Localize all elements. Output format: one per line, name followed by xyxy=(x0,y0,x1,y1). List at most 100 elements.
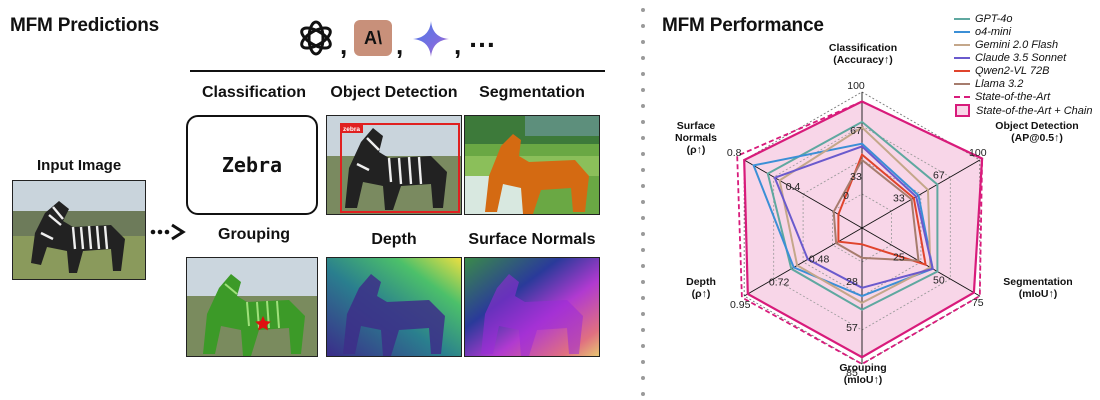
legend-item-sota: State-of-the-Art xyxy=(954,90,1050,103)
radar-chart: 1006733010067337550258557280.950.720.480… xyxy=(727,80,987,379)
legend-item-o4-mini: o4-mini xyxy=(954,25,1011,38)
separator-comma: , xyxy=(454,30,462,60)
tick-label: 100 xyxy=(969,147,987,159)
legend-label: Gemini 2.0 Flash xyxy=(975,38,1059,51)
legend-swatch xyxy=(954,17,970,20)
axis-name: Object Detection xyxy=(995,120,1079,132)
tick-label: 0.48 xyxy=(809,253,830,265)
openai-logo-icon xyxy=(300,20,332,56)
axis-metric: (AP@0.5↑) xyxy=(1011,132,1063,144)
radar-spoke xyxy=(861,159,981,229)
surface-normals-map xyxy=(465,258,599,356)
tick-label: 25 xyxy=(893,251,905,263)
tick-label: 28 xyxy=(846,276,858,288)
axis-metric: (ρ↑) xyxy=(686,144,706,156)
axis-label-segmentation: Segmentation (mIoU↑) xyxy=(988,276,1088,300)
more-models-ellipsis: … xyxy=(468,22,496,53)
legend-label: GPT-4o xyxy=(975,12,1013,25)
separator-comma: , xyxy=(396,30,404,60)
axis-metric: (mIoU↑) xyxy=(843,374,883,386)
gemini-logo-icon xyxy=(413,21,449,57)
legend-label: Llama 3.2 xyxy=(975,77,1024,90)
anthropic-glyph: A\ xyxy=(364,27,382,48)
axis-label-classification: Classification (Accuracy↑) xyxy=(808,42,918,66)
classification-label: Zebra xyxy=(221,153,283,177)
axis-label-object-detection: Object Detection (AP@0.5↑) xyxy=(992,120,1082,144)
series-gpt-4o xyxy=(766,120,939,311)
tick-label: 0.72 xyxy=(769,277,790,289)
axis-name: Segmentation xyxy=(1003,276,1073,288)
axis-name: Classification xyxy=(828,42,898,54)
series-state-of-the-art-chain xyxy=(743,100,984,359)
depth-header: Depth xyxy=(371,231,417,248)
axis-metric: (Accuracy↑) xyxy=(833,54,893,66)
legend-item-qwen: Qwen2-VL 72B xyxy=(954,64,1049,77)
series-qwen2-vl-72b xyxy=(837,152,927,267)
tick-label: 0.4 xyxy=(786,181,801,193)
grouping-header: Grouping xyxy=(218,226,290,243)
axis-name: Surface Normals xyxy=(674,120,717,144)
separator-comma: , xyxy=(340,30,348,60)
tick-label: 75 xyxy=(972,297,984,309)
tick-label: 33 xyxy=(850,171,862,183)
segmentation-map xyxy=(465,116,599,214)
radar-grid xyxy=(743,91,983,365)
axis-name: Depth xyxy=(686,276,716,288)
legend-swatch xyxy=(954,69,970,72)
grouping-photo xyxy=(187,258,317,356)
legend-item-gpt-4o: GPT-4o xyxy=(954,12,1013,25)
segmentation-image xyxy=(464,115,600,215)
anthropic-logo-icon: A\ xyxy=(354,20,392,56)
tick-label: 50 xyxy=(933,275,945,287)
axis-name: Grouping xyxy=(839,362,887,374)
classification-output: Zebra xyxy=(186,115,318,215)
grouping-seed-star-icon xyxy=(255,316,271,331)
tick-label: 0.8 xyxy=(727,147,742,159)
tick-label: 67 xyxy=(933,169,945,181)
surface-normals-header: Surface Normals xyxy=(468,231,596,248)
surface-normals-image xyxy=(464,257,600,357)
object-detection-header: Object Detection xyxy=(330,84,458,101)
series-llama-3-2 xyxy=(832,158,920,262)
radar-series xyxy=(736,100,984,366)
depth-map xyxy=(327,258,461,356)
model-logos-row: , A\ , , … xyxy=(296,18,516,60)
axis-label-surface-normals: Surface Normals (ρ↑) xyxy=(666,120,726,156)
tick-label: 100 xyxy=(847,80,865,92)
axis-metric: (ρ↑) xyxy=(691,288,711,300)
tick-label: 33 xyxy=(893,193,905,205)
legend-swatch xyxy=(954,56,970,59)
tick-label: 85 xyxy=(846,367,858,379)
predictions-title: MFM Predictions xyxy=(10,15,160,36)
object-detection-image: zebra xyxy=(326,115,462,215)
legend-swatch xyxy=(954,30,970,33)
legend-swatch xyxy=(955,104,970,117)
radar-tick-labels: 1006733010067337550258557280.950.720.480… xyxy=(727,80,987,379)
legend-swatch xyxy=(954,43,970,46)
axis-metric: (mIoU↑) xyxy=(1018,288,1058,300)
depth-image xyxy=(326,257,462,357)
legend-item-claude: Claude 3.5 Sonnet xyxy=(954,51,1066,64)
classification-header: Classification xyxy=(201,84,307,101)
legend-label: o4-mini xyxy=(975,25,1012,38)
input-image-label: Input Image xyxy=(37,157,122,174)
zebra-photo xyxy=(13,181,145,279)
radar-legend: GPT-4o o4-mini Gemini 2.0 Flash Claude 3… xyxy=(954,12,1100,120)
axis-label-depth: Depth (ρ↑) xyxy=(676,276,726,300)
legend-label: State-of-the-Art + Chain xyxy=(976,104,1093,117)
performance-title: MFM Performance xyxy=(662,15,824,36)
legend-item-llama: Llama 3.2 xyxy=(954,77,1023,90)
radar-spoke xyxy=(743,159,863,229)
legend-swatch xyxy=(954,82,970,85)
flow-arrow-icon xyxy=(150,223,186,241)
tick-label: 0 xyxy=(843,190,849,202)
legend-item-gemini: Gemini 2.0 Flash xyxy=(954,38,1058,51)
radar-spoke xyxy=(861,227,981,297)
series-o4-mini xyxy=(752,142,934,298)
grouping-image xyxy=(186,257,318,357)
segmentation-header: Segmentation xyxy=(479,84,585,101)
legend-item-sota-chain: State-of-the-Art + Chain xyxy=(954,104,1092,117)
logos-underline xyxy=(190,70,605,72)
legend-swatch xyxy=(954,95,970,98)
legend-label: Claude 3.5 Sonnet xyxy=(975,51,1067,64)
